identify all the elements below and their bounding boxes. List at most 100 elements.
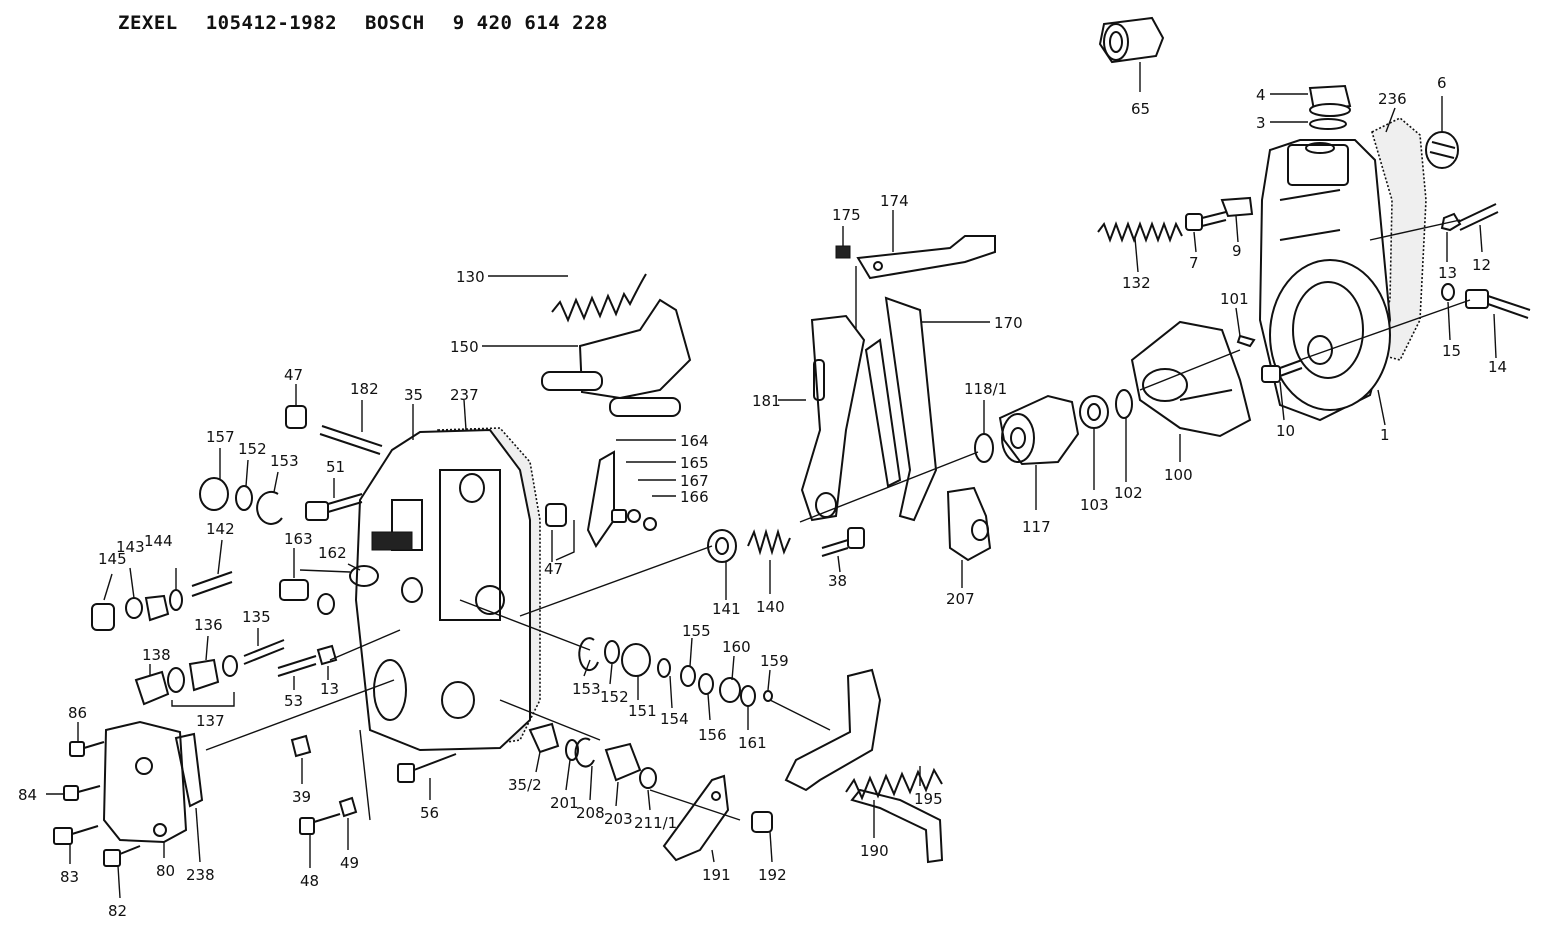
part-118-1-washer bbox=[974, 400, 994, 463]
part-86-screw bbox=[69, 722, 105, 757]
callout-237: 237 bbox=[450, 386, 479, 404]
part-100-flyweights bbox=[1130, 320, 1252, 462]
callout-191: 191 bbox=[702, 866, 731, 884]
part-160-161-159-spacers bbox=[719, 655, 773, 730]
callout-117: 117 bbox=[1022, 518, 1051, 536]
part-140-spring bbox=[747, 528, 791, 594]
callout-159: 159 bbox=[760, 652, 789, 670]
callout-12: 12 bbox=[1472, 256, 1491, 274]
part-138-cap bbox=[134, 664, 170, 706]
part-9-lever-plate bbox=[1220, 196, 1254, 243]
part-65-sleeve-nut bbox=[1098, 16, 1165, 92]
callout-138: 138 bbox=[142, 646, 171, 664]
callout-132: 132 bbox=[1122, 274, 1151, 292]
part-101-pin bbox=[1235, 307, 1256, 348]
callout-141: 141 bbox=[712, 600, 741, 618]
callout-9: 9 bbox=[1232, 242, 1242, 260]
part-236-gasket bbox=[1368, 107, 1427, 361]
callout-182: 182 bbox=[350, 380, 379, 398]
callout-3: 3 bbox=[1256, 114, 1266, 132]
part-12-stud bbox=[1457, 203, 1499, 253]
callout-152-top: 152 bbox=[238, 440, 267, 458]
part-143-144-nut-washer bbox=[125, 567, 183, 622]
part-49-nut bbox=[338, 796, 358, 850]
part-203-211-plug bbox=[604, 742, 657, 811]
callout-15: 15 bbox=[1442, 342, 1461, 360]
callout-140: 140 bbox=[756, 598, 785, 616]
part-175-pin bbox=[835, 226, 851, 259]
part-82-screw bbox=[103, 845, 141, 899]
part-47-screw-mid bbox=[545, 503, 567, 562]
part-132-spring bbox=[1097, 221, 1183, 273]
callout-47-top: 47 bbox=[284, 366, 303, 384]
part-38-bolt bbox=[821, 527, 865, 573]
callout-13-lower: 13 bbox=[320, 680, 339, 698]
callout-166: 166 bbox=[680, 488, 709, 506]
part-4-plug-screw bbox=[1270, 84, 1352, 117]
part-164-165-167-166-lever-set bbox=[586, 439, 676, 548]
part-182-pin bbox=[319, 400, 383, 455]
callout-170: 170 bbox=[994, 314, 1023, 332]
callout-4: 4 bbox=[1256, 86, 1266, 104]
callout-142: 142 bbox=[206, 520, 235, 538]
part-35-2-plug bbox=[528, 722, 560, 773]
callout-38: 38 bbox=[828, 572, 847, 590]
callout-137: 137 bbox=[196, 712, 225, 730]
part-163-162-screw-washer bbox=[279, 548, 379, 615]
callout-47-mid: 47 bbox=[544, 560, 563, 578]
callout-143: 143 bbox=[116, 538, 145, 556]
part-207-block bbox=[946, 486, 992, 588]
part-10-bolt bbox=[1261, 359, 1303, 421]
part-181-lever bbox=[778, 314, 866, 522]
callout-208: 208 bbox=[576, 804, 605, 822]
callout-48: 48 bbox=[300, 872, 319, 890]
callout-207: 207 bbox=[946, 590, 975, 608]
callout-175: 175 bbox=[832, 206, 861, 224]
callout-1: 1 bbox=[1380, 426, 1390, 444]
part-238-oring bbox=[174, 732, 204, 863]
brand-zexel: ZEXEL bbox=[118, 12, 178, 34]
callout-153-lower: 153 bbox=[572, 680, 601, 698]
part-157-plug bbox=[199, 448, 229, 511]
brand-bosch: BOSCH bbox=[365, 12, 425, 34]
part-6-breather bbox=[1425, 96, 1459, 169]
part-154-155-156-washers bbox=[657, 637, 714, 721]
callout-152-lower: 152 bbox=[600, 688, 629, 706]
callout-51: 51 bbox=[326, 458, 345, 476]
part-102-ring bbox=[1115, 389, 1133, 482]
callout-195: 195 bbox=[914, 790, 943, 808]
callout-145: 145 bbox=[98, 550, 127, 568]
callout-165: 165 bbox=[680, 454, 709, 472]
callout-80: 80 bbox=[156, 862, 175, 880]
part-141-nut bbox=[707, 529, 737, 600]
callout-14: 14 bbox=[1488, 358, 1507, 376]
callout-35: 35 bbox=[404, 386, 423, 404]
part-number-bosch: 9 420 614 228 bbox=[452, 12, 608, 34]
part-number-zexel: 105412-1982 bbox=[205, 12, 338, 34]
callout-201: 201 bbox=[550, 794, 579, 812]
callout-labels: 65 4 3 236 6 175 174 130 150 132 7 9 12 … bbox=[18, 74, 1507, 920]
callout-151: 151 bbox=[628, 702, 657, 720]
callout-174: 174 bbox=[880, 192, 909, 210]
callout-203: 203 bbox=[604, 810, 633, 828]
part-152-ring-top bbox=[235, 459, 253, 511]
callout-13-upper: 13 bbox=[1438, 264, 1457, 282]
callout-6: 6 bbox=[1437, 74, 1447, 92]
callout-102: 102 bbox=[1114, 484, 1143, 502]
callout-156: 156 bbox=[698, 726, 727, 744]
callout-135: 135 bbox=[242, 608, 271, 626]
part-3-seal-ring bbox=[1270, 118, 1347, 130]
callout-181: 181 bbox=[752, 392, 781, 410]
callout-39: 39 bbox=[292, 788, 311, 806]
callout-164: 164 bbox=[680, 432, 709, 450]
callout-49: 49 bbox=[340, 854, 359, 872]
callout-7: 7 bbox=[1189, 254, 1199, 272]
part-47-screw-top bbox=[285, 384, 307, 429]
callout-10: 10 bbox=[1276, 422, 1295, 440]
part-170-lever bbox=[864, 296, 990, 522]
callout-211-1: 211/1 bbox=[634, 814, 677, 832]
part-7-bolt bbox=[1185, 211, 1227, 253]
callout-130: 130 bbox=[456, 268, 485, 286]
callout-153-top: 153 bbox=[270, 452, 299, 470]
